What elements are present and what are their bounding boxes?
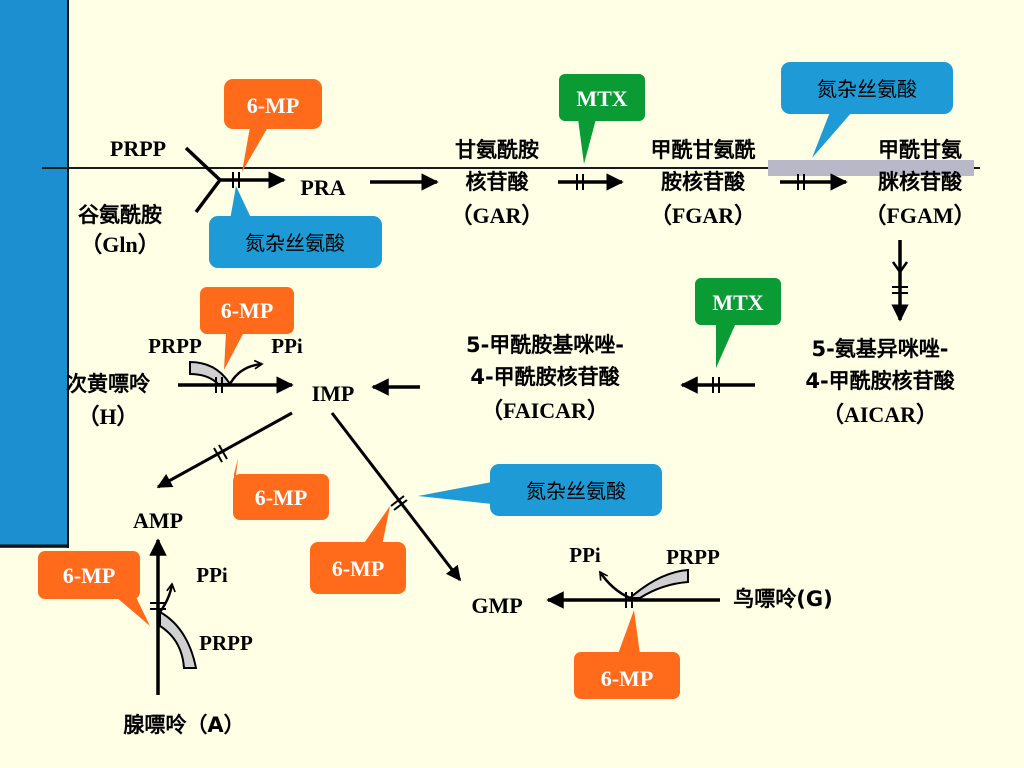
aicar-line2: 4-甲酰胺核苷酸 xyxy=(805,369,955,393)
pra-label: PRA xyxy=(300,175,345,200)
prpp-label-hgprt-g: PRPP xyxy=(666,545,720,569)
ppi-label-hgprt: PPi xyxy=(271,334,303,358)
guanine-label: 鸟嘌呤(G) xyxy=(733,587,832,611)
gln-abbr: （Gln） xyxy=(80,232,159,257)
mp-callout-3-label: 6-MP xyxy=(255,485,308,510)
aicar-line1: 5-氨基异咪唑- xyxy=(811,337,948,361)
fgar-line1: 甲酰甘氨酰 xyxy=(651,138,756,162)
gar-line2: 核苷酸 xyxy=(466,170,530,194)
sidebar-bar xyxy=(0,0,68,548)
mp-callout-1-label: 6-MP xyxy=(247,93,300,118)
ppi-label-hgprt-g: PPi xyxy=(569,543,601,567)
mtx-callout-2: MTX xyxy=(695,278,781,368)
block-mark xyxy=(218,444,228,460)
fgar-line2: 胺核苷酸 xyxy=(661,170,746,194)
fgar-abbr: （FGAR） xyxy=(650,203,756,228)
gln-label: 谷氨酰胺 xyxy=(78,203,162,227)
arrow-chevron xyxy=(891,261,909,275)
prpp-curved-arrow xyxy=(627,568,689,599)
imp-label: IMP xyxy=(312,381,355,406)
mtx-callout-1-label: MTX xyxy=(576,86,627,111)
mp-callout-5-label: 6-MP xyxy=(63,563,116,588)
azaserine-callout-1-label: 氮杂丝氨酸 xyxy=(245,231,345,255)
faicar-line1: 5-甲酰胺基咪唑- xyxy=(466,333,624,357)
prpp-label-hgprt: PRPP xyxy=(148,334,202,358)
mp-callout-4: 6-MP xyxy=(310,506,406,594)
azaserine-callout-2-label: 氮杂丝氨酸 xyxy=(817,77,917,101)
arrow-imp-to-amp xyxy=(156,411,293,489)
mp-callout-6: 6-MP xyxy=(574,610,680,699)
mp-callout-1: 6-MP xyxy=(224,79,322,172)
block-mark xyxy=(393,499,408,511)
ppi-curved-arrow xyxy=(228,364,262,385)
fgam-line2: 脒核苷酸 xyxy=(878,170,963,194)
mtx-callout-2-label: MTX xyxy=(712,290,763,315)
ppi-curved-arrow xyxy=(158,584,172,613)
aicar-abbr: （AICAR） xyxy=(822,402,938,427)
mp-callout-2: 6-MP xyxy=(200,287,294,370)
mp-callout-6-label: 6-MP xyxy=(601,666,654,691)
prpp-curved-arrow xyxy=(189,360,232,385)
amp-label: AMP xyxy=(133,508,183,533)
faicar-abbr: （FAICAR） xyxy=(481,398,609,423)
hypoxanthine-label: 次黄嘌呤 xyxy=(66,372,151,396)
mp-callout-5: 6-MP xyxy=(38,551,150,626)
block-mark xyxy=(213,447,223,463)
azaserine-callout-3-label: 氮杂丝氨酸 xyxy=(526,479,626,503)
fgam-line1: 甲酰甘氨 xyxy=(878,138,962,162)
prpp-label-top: PRPP xyxy=(110,136,166,161)
gln-merge-line xyxy=(194,178,222,214)
prpp-merge-line xyxy=(184,146,222,182)
gmp-label: GMP xyxy=(471,593,522,618)
gray-highlight-bar xyxy=(768,160,974,176)
prpp-curved-arrow xyxy=(159,610,198,669)
gar-abbr: （GAR） xyxy=(451,203,544,228)
azaserine-callout-2: 氮杂丝氨酸 xyxy=(781,62,953,158)
hypoxanthine-abbr: （H） xyxy=(77,404,138,429)
adenine-label: 腺嘌呤（A） xyxy=(123,713,244,737)
prpp-label-aprt: PRPP xyxy=(199,631,253,655)
fgam-abbr: （FGAM） xyxy=(864,203,975,228)
mtx-callout-1: MTX xyxy=(559,74,645,164)
ppi-curved-arrow xyxy=(598,572,631,600)
mp-callout-2-label: 6-MP xyxy=(221,298,274,323)
gar-line1: 甘氨酰胺 xyxy=(455,138,539,162)
mp-callout-3: 6-MP xyxy=(233,458,329,520)
ppi-label-aprt: PPi xyxy=(196,563,228,587)
block-mark xyxy=(390,495,405,507)
faicar-line2: 4-甲酰胺核苷酸 xyxy=(470,365,620,389)
arrow-imp-to-gmp xyxy=(330,412,462,582)
azaserine-callout-1: 氮杂丝氨酸 xyxy=(209,186,382,268)
azaserine-callout-3: 氮杂丝氨酸 xyxy=(418,464,662,516)
mp-callout-4-label: 6-MP xyxy=(332,556,385,581)
